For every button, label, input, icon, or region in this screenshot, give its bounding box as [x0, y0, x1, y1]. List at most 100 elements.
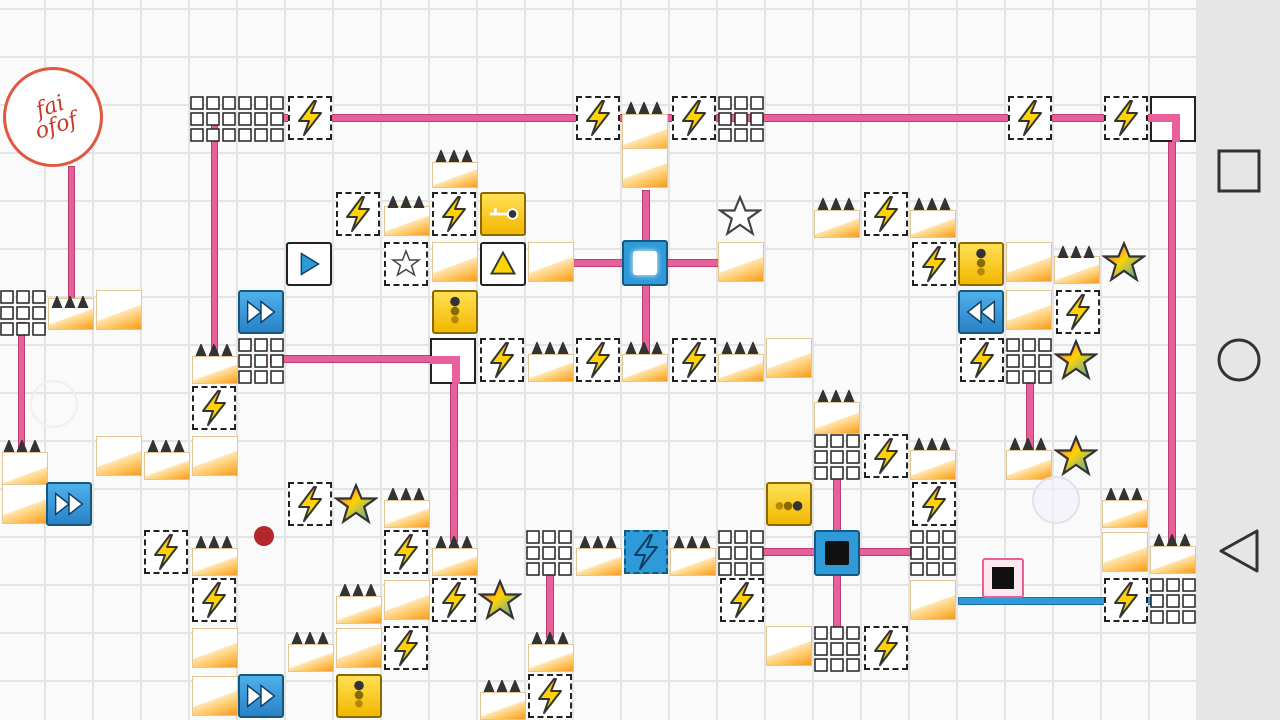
- spikes: [913, 438, 951, 450]
- cake-block: [718, 354, 764, 382]
- pill-row-button[interactable]: [766, 482, 812, 526]
- lightning-bolt-icon: [922, 486, 946, 522]
- rewind-icon: [966, 300, 996, 324]
- star-outline: [718, 194, 762, 238]
- game-board[interactable]: fai ofof: [0, 0, 1198, 720]
- triangle-button[interactable]: [480, 242, 526, 286]
- cake-block: [718, 242, 764, 282]
- pill-row-icon: [775, 501, 803, 511]
- cake-block: [2, 484, 48, 524]
- cake-block: [814, 210, 860, 238]
- lightning-bolt-icon: [874, 196, 898, 232]
- spikes: [531, 632, 569, 644]
- touch-indicator: [30, 380, 78, 428]
- lightning-bolt-icon: [1018, 100, 1042, 136]
- rewind-button[interactable]: [958, 290, 1004, 334]
- cake-block: [910, 580, 956, 620]
- lightning-tile: [288, 482, 332, 526]
- rail: [18, 322, 25, 456]
- rainbow-star: [1102, 240, 1146, 284]
- lightning-tile: [960, 338, 1004, 382]
- cake-block: [384, 580, 430, 620]
- speed-button[interactable]: [46, 482, 92, 526]
- spikes: [147, 440, 185, 452]
- fast-forward-icon: [54, 492, 84, 516]
- rail: [68, 166, 75, 300]
- lightning-bolt-icon: [970, 342, 994, 378]
- spikes: [339, 584, 377, 596]
- cake-block: [144, 452, 190, 480]
- lightning-tile: [336, 192, 380, 236]
- star-outline-tile: [384, 242, 428, 286]
- lightning-bolt-icon: [922, 246, 946, 282]
- spikes: [1057, 246, 1095, 258]
- grid-connector-block: [718, 96, 764, 142]
- spikes: [913, 198, 951, 210]
- lightning-bolt-icon: [586, 342, 610, 378]
- grid-connector-block: [238, 96, 284, 142]
- rail: [1168, 114, 1176, 550]
- lightning-bolt-icon: [682, 342, 706, 378]
- cake-block: [766, 626, 812, 666]
- cake-block: [1006, 242, 1052, 282]
- lightning-bolt-icon: [538, 678, 562, 714]
- cake-block: [192, 628, 238, 668]
- back-button[interactable]: [1214, 526, 1264, 576]
- spikes: [291, 632, 329, 644]
- cake-block: [528, 242, 574, 282]
- lightning-bolt-icon: [1114, 100, 1138, 136]
- rainbow-star-icon: [1054, 434, 1098, 477]
- cake-block: [528, 354, 574, 382]
- grid-connector-block: [814, 434, 860, 480]
- lightning-bolt-icon: [202, 390, 226, 426]
- red-ball: [254, 526, 274, 546]
- lightning-bolt-icon: [394, 534, 418, 570]
- cake-block: [766, 338, 812, 378]
- grid-connector-block: [910, 530, 956, 576]
- player-core: [992, 567, 1014, 589]
- player-block[interactable]: [982, 558, 1024, 598]
- cake-block: [336, 596, 382, 624]
- cake-block: [1054, 256, 1100, 284]
- key-button[interactable]: [480, 192, 526, 236]
- pill-stack-icon: [976, 248, 986, 276]
- lightning-bolt-icon: [730, 582, 754, 618]
- lightning-tile: [288, 96, 332, 140]
- cake-block: [96, 436, 142, 476]
- recents-square-icon: [1217, 149, 1261, 193]
- play-button[interactable]: [286, 242, 332, 286]
- spikes: [721, 342, 759, 354]
- lightning-bolt-icon: [202, 582, 226, 618]
- watermark-text: fai ofof: [31, 90, 81, 145]
- pill-stack-button[interactable]: [958, 242, 1004, 286]
- touch-indicator: [1032, 476, 1080, 524]
- recents-button[interactable]: [1214, 146, 1264, 196]
- rail-junction-node[interactable]: [814, 530, 860, 576]
- cake-block: [1102, 500, 1148, 528]
- speed-button[interactable]: [238, 290, 284, 334]
- grid-connector-block: [0, 290, 46, 336]
- spikes: [625, 342, 663, 354]
- lightning-bolt-icon: [634, 534, 658, 570]
- lightning-tile: [864, 626, 908, 670]
- cake-block: [288, 644, 334, 672]
- back-triangle-icon: [1219, 529, 1259, 573]
- lightning-bolt-icon: [874, 438, 898, 474]
- rainbow-star-icon: [478, 578, 522, 621]
- rail-junction-node[interactable]: [622, 240, 668, 286]
- spikes: [817, 390, 855, 402]
- home-circle-icon: [1217, 338, 1261, 382]
- speed-button[interactable]: [238, 674, 284, 718]
- rail: [546, 566, 554, 638]
- lightning-tile: [912, 482, 956, 526]
- pill-stack-button[interactable]: [336, 674, 382, 718]
- pill-stack-icon: [450, 296, 460, 324]
- node-core: [825, 541, 849, 565]
- spikes: [625, 102, 663, 114]
- cake-block: [528, 644, 574, 672]
- home-button[interactable]: [1214, 335, 1264, 385]
- cake-block: [622, 114, 668, 154]
- pill-stack-button[interactable]: [432, 290, 478, 334]
- cake-block: [576, 548, 622, 576]
- grid-connector-block: [526, 530, 572, 576]
